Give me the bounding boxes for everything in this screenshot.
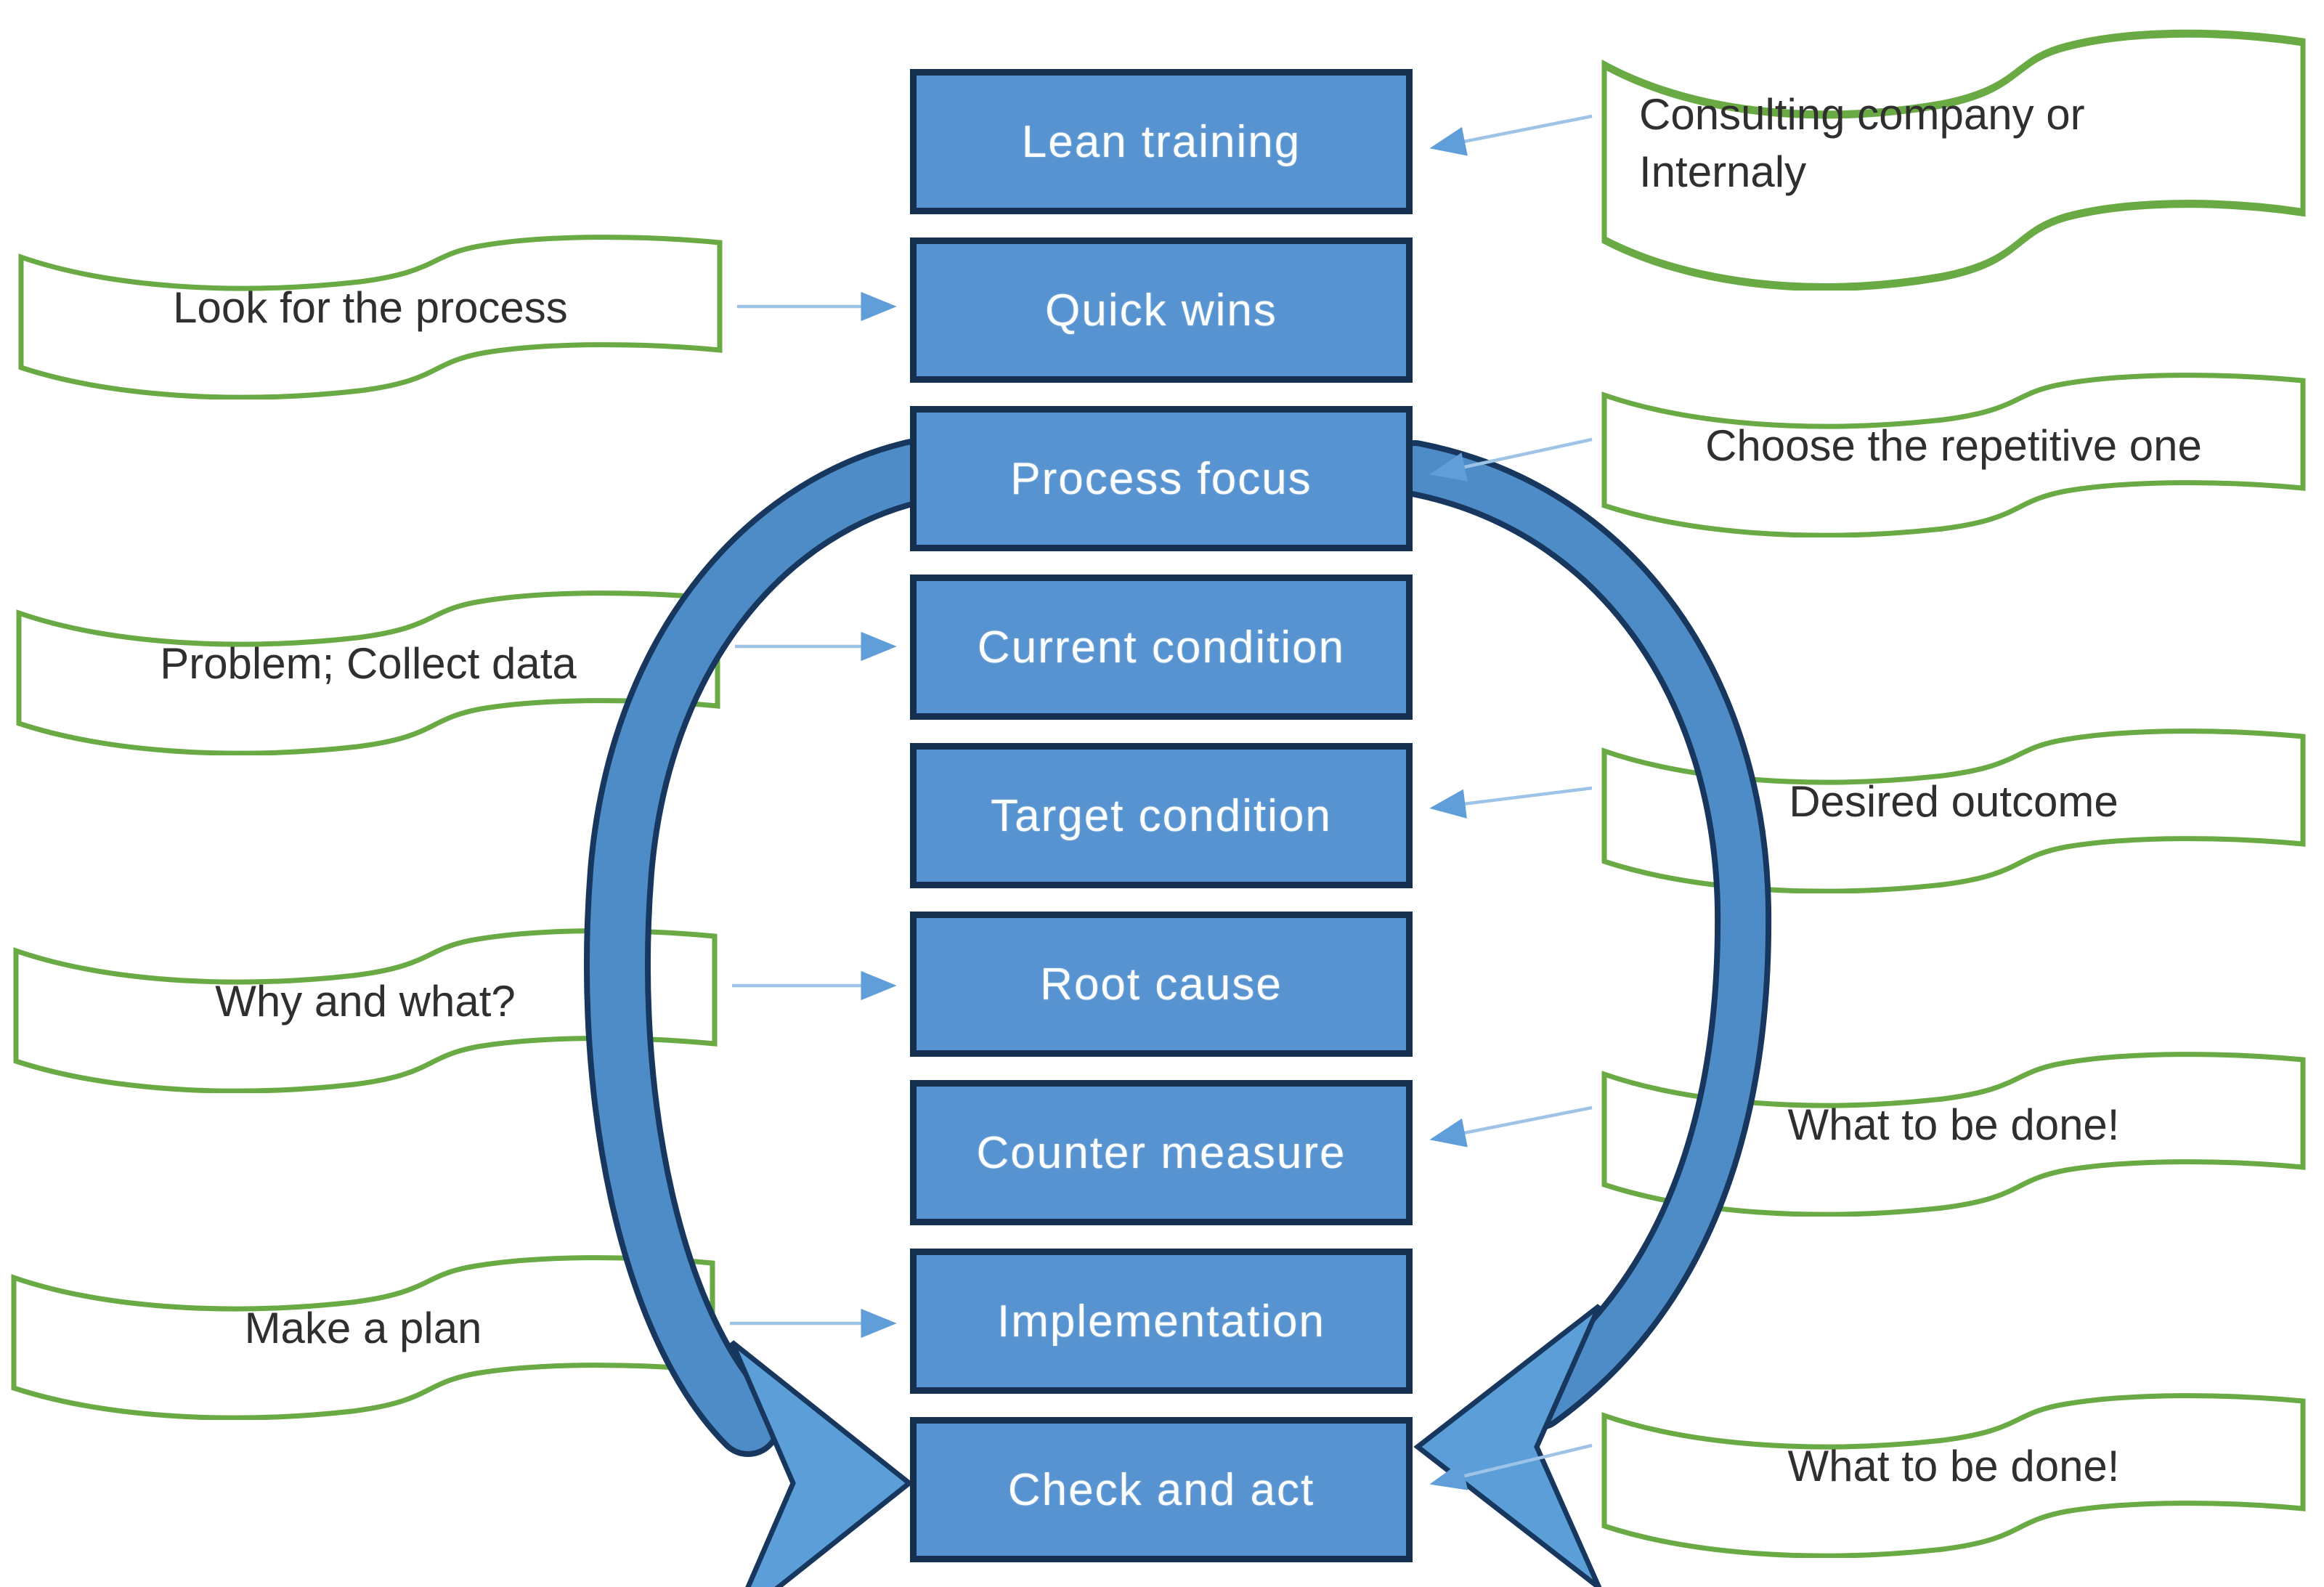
step-check-and-act: Check and act [910,1417,1413,1562]
note-what-to-be-done-1: What to be done! [1594,1042,2313,1217]
note-text: Look for the process [173,283,568,333]
note-text: Make a plan [244,1304,482,1353]
step-label: Lean training [1021,116,1301,167]
note-text: What to be done! [1787,1100,2120,1150]
note-why-and-what: Why and what? [6,919,725,1093]
step-label: Implementation [997,1296,1325,1347]
loop-arrowhead-left [729,1340,914,1587]
wave-shape [1601,1052,2306,1217]
wave-shape [1601,1393,2306,1558]
step-quick-wins: Quick wins [910,238,1413,383]
wave-shape [1601,29,2306,291]
note-text: Desired outcome [1789,777,2118,827]
step-root-cause: Root cause [910,912,1413,1057]
connector-arrow-choose-to-process-focus [1429,437,1593,482]
note-desired-outcome: Desired outcome [1594,719,2313,893]
connector-arrow-done-to-counter-measure [1429,1105,1593,1148]
step-counter-measure: Counter measure [910,1080,1413,1225]
wave-shape [18,235,723,399]
step-label: Root cause [1040,959,1283,1010]
note-text: Choose the repetitive one [1705,421,2202,471]
note-what-to-be-done-2: What to be done! [1594,1384,2313,1558]
connector-arrow-done-to-check-and-act [1429,1443,1593,1490]
step-process-focus: Process focus [910,406,1413,551]
step-label: Current condition [977,622,1346,673]
note-text: What to be done! [1787,1442,2120,1491]
step-label: Check and act [1007,1464,1315,1515]
wave-shape [1601,373,2306,537]
note-problem-collect-data: Problem; Collect data [9,581,728,755]
connector-arrow-consulting-to-lean [1429,114,1593,156]
connector-arrow-desired-to-target [1429,786,1593,819]
note-text: Why and what? [215,977,516,1026]
step-current-condition: Current condition [910,575,1413,720]
step-label: Quick wins [1045,285,1277,336]
step-label: Counter measure [976,1127,1346,1178]
step-lean-training: Lean training [910,69,1413,214]
note-look-for-the-process: Look for the process [11,225,730,399]
note-choose-repetitive: Choose the repetitive one [1594,363,2313,537]
step-label: Target condition [991,790,1332,841]
step-label: Process focus [1010,453,1312,504]
step-target-condition: Target condition [910,743,1413,888]
note-text: Problem; Collect data [160,639,577,689]
note-text: Consulting company or Internaly [1639,89,2085,196]
wave-shape [1601,728,2306,893]
step-implementation: Implementation [910,1249,1413,1394]
note-make-a-plan: Make a plan [4,1246,723,1420]
note-consulting-company: Consulting company or Internaly [1594,15,2313,291]
loop-arrowhead-right [1413,1304,1602,1587]
